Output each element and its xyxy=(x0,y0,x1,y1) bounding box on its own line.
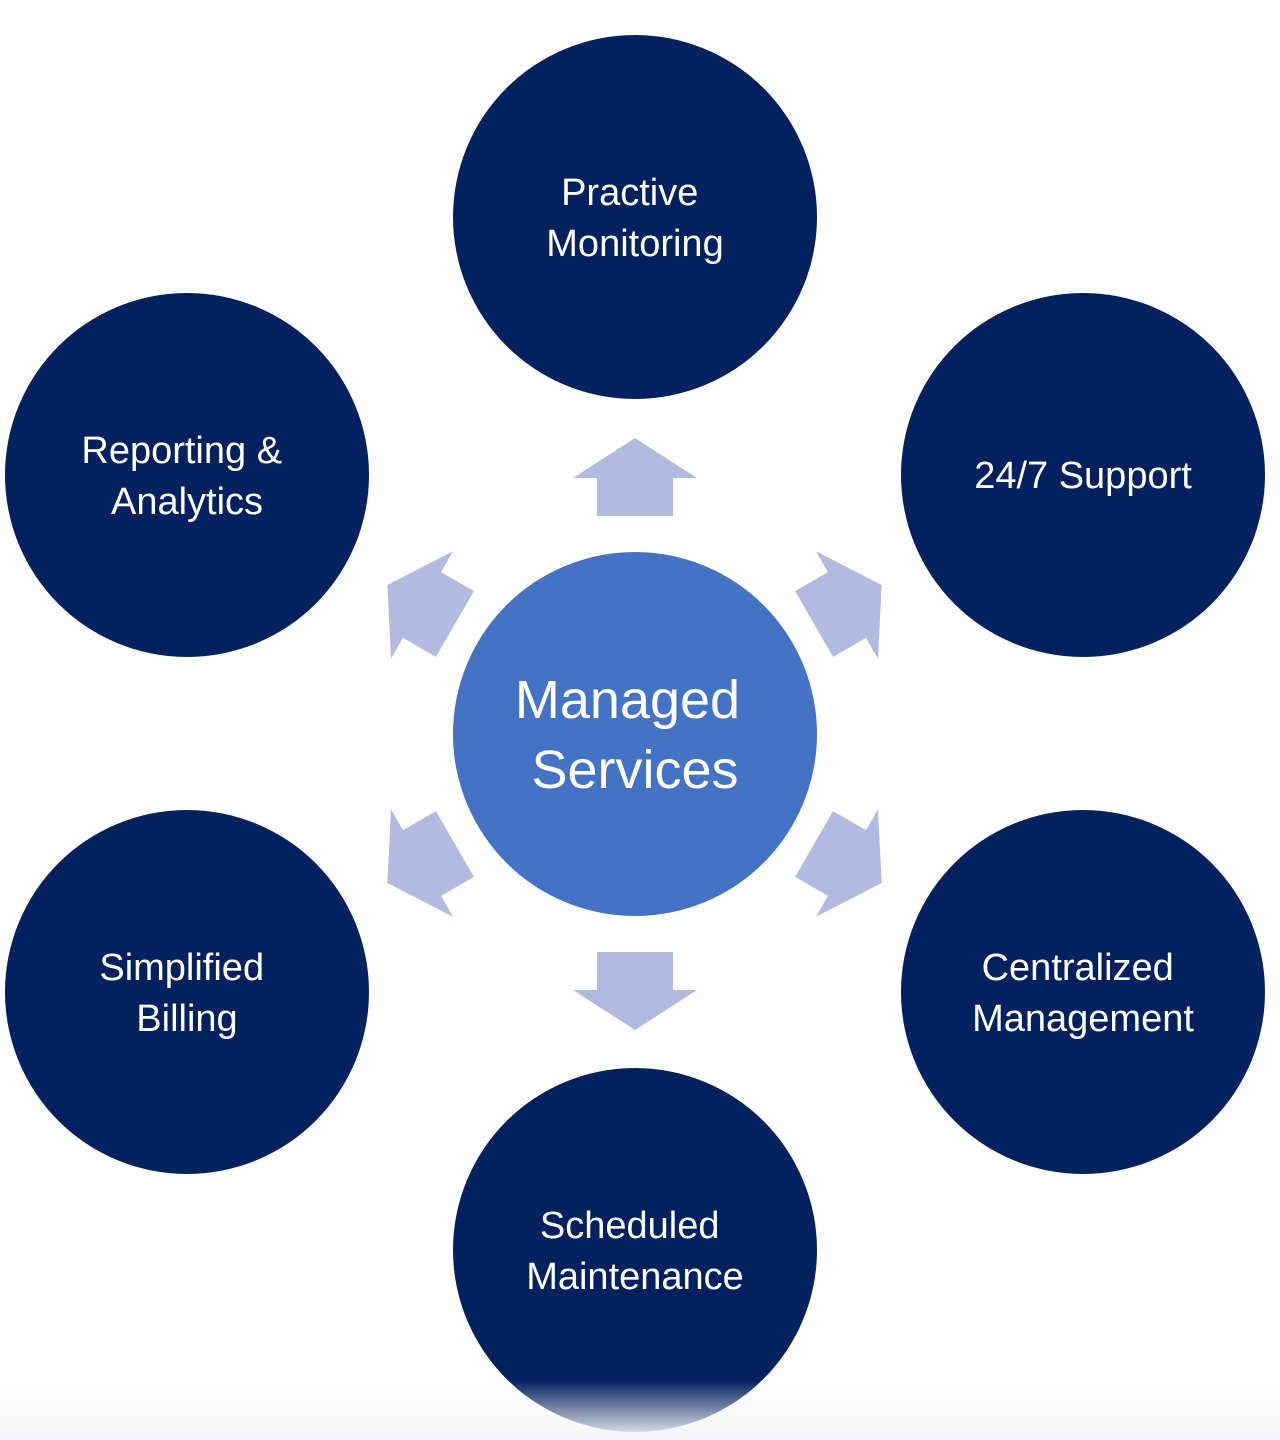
node-label-proactive-monitoring: Practive Monitoring xyxy=(546,172,723,265)
center-label-line-1: Managed xyxy=(515,670,740,730)
arrow-down-icon xyxy=(573,952,697,1030)
node-centralized-management: Centralized Management xyxy=(897,806,1269,1178)
node-label-line-1: Scheduled xyxy=(540,1205,720,1247)
node-simplified-billing: Simplified Billing xyxy=(1,806,373,1178)
arrows-group xyxy=(387,438,882,1030)
node-proactive-monitoring: Practive Monitoring xyxy=(449,31,821,403)
center-label-line-2: Services xyxy=(531,740,738,800)
arrow-up-icon xyxy=(573,438,697,516)
arrow-upper-right-icon xyxy=(795,551,882,659)
node-label-line-2: Analytics xyxy=(111,481,263,523)
node-scheduled-maintenance: Scheduled Maintenance xyxy=(449,1064,821,1436)
node-label-simplified-billing: Simplified Billing xyxy=(99,947,274,1040)
center-node: Managed Services xyxy=(449,548,821,920)
node-label-line-1: Practive xyxy=(561,172,698,214)
node-reporting-analytics: Reporting & Analytics xyxy=(1,289,373,661)
node-label-scheduled-maintenance: Scheduled Maintenance xyxy=(526,1205,744,1298)
node-label-line-2: Management xyxy=(972,998,1194,1040)
center-label: Managed Services xyxy=(515,670,755,800)
node-label-line-2: Monitoring xyxy=(546,223,723,265)
node-label-line-1: Simplified xyxy=(99,947,264,989)
node-label-reporting-analytics: Reporting & Analytics xyxy=(81,430,292,523)
arrow-lower-right-icon xyxy=(795,809,882,917)
arrow-lower-left-icon xyxy=(387,809,474,917)
node-label-support: 24/7 Support xyxy=(974,455,1192,497)
node-label-line-2: Maintenance xyxy=(526,1256,744,1298)
arrow-upper-left-icon xyxy=(387,551,474,659)
node-label-line-1: 24/7 Support xyxy=(974,455,1192,497)
node-label-line-2: Billing xyxy=(136,998,237,1040)
node-label-line-1: Centralized xyxy=(982,947,1174,989)
node-support: 24/7 Support xyxy=(897,289,1269,661)
node-label-centralized-management: Centralized Management xyxy=(972,947,1194,1040)
node-label-line-1: Reporting & xyxy=(81,430,282,472)
